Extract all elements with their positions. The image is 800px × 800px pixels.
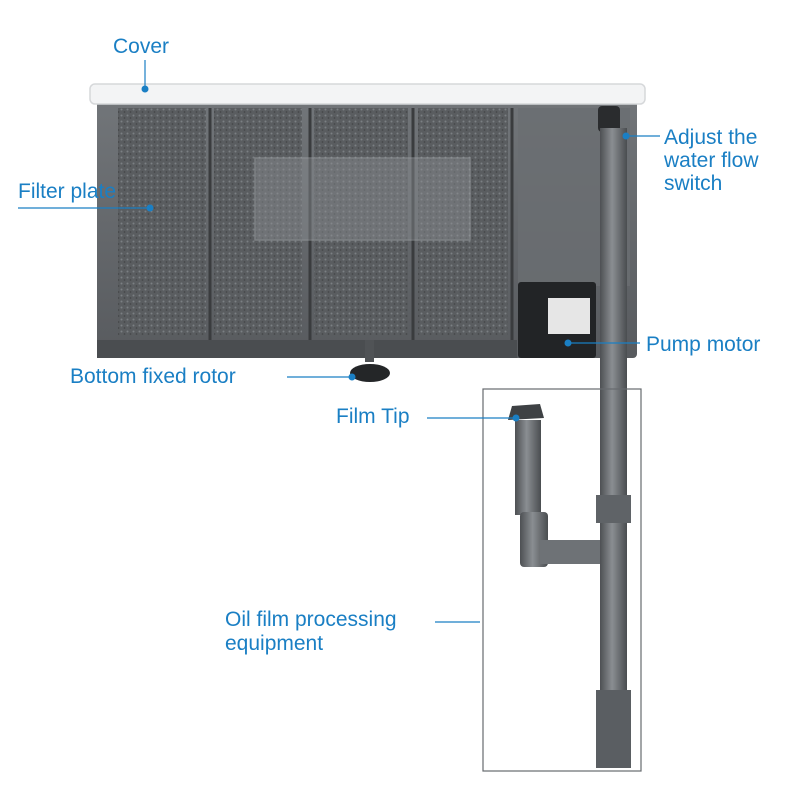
filter-plate-marker bbox=[146, 204, 154, 212]
rotor-stem bbox=[365, 340, 374, 362]
front-window bbox=[254, 157, 471, 241]
bottom-rotor-disc bbox=[350, 364, 390, 382]
cover-label: Cover bbox=[113, 35, 170, 58]
cover-marker bbox=[141, 85, 149, 93]
filter-cover bbox=[89, 83, 646, 105]
filter-sponge bbox=[214, 108, 302, 336]
pipe-connector bbox=[596, 495, 631, 523]
adjust-flow-line-2: water flow bbox=[664, 149, 759, 172]
oil-film-label: Oil film processing equipment bbox=[225, 608, 397, 656]
adjust-flow-line-3: switch bbox=[664, 172, 723, 195]
adjust-flow-line-1: Adjust the bbox=[664, 126, 758, 149]
filter-plate-label: Filter plate bbox=[18, 180, 117, 203]
bottom-rotor-label: Bottom fixed rotor bbox=[70, 365, 236, 388]
film-tip-marker bbox=[512, 414, 520, 422]
filter-sponge bbox=[118, 108, 206, 336]
filter-sponge bbox=[314, 108, 408, 336]
oil-film-skimmer bbox=[508, 404, 600, 567]
filter-plates bbox=[118, 108, 514, 340]
flow-switch-knob bbox=[598, 106, 620, 132]
pump-motor-label: Pump motor bbox=[646, 333, 761, 356]
oil-film-line-1: Oil film processing bbox=[225, 608, 397, 631]
pipe-strainer bbox=[596, 690, 631, 768]
skimmer-connector bbox=[540, 540, 600, 564]
adjust-flow-label: Adjust the water flow switch bbox=[664, 126, 759, 195]
skimmer-tube bbox=[515, 420, 541, 515]
filter-sponge bbox=[418, 108, 508, 336]
oil-film-outline bbox=[482, 388, 642, 772]
flow-switch-marker bbox=[622, 132, 630, 140]
oil-film-line-2: equipment bbox=[225, 632, 324, 655]
film-tip-label: Film Tip bbox=[336, 405, 410, 428]
pump-motor-marker bbox=[564, 339, 572, 347]
pump-label-plate bbox=[548, 298, 590, 334]
intake-pipe bbox=[600, 128, 627, 768]
rotor-marker bbox=[348, 373, 356, 381]
filter-housing bbox=[97, 100, 637, 358]
